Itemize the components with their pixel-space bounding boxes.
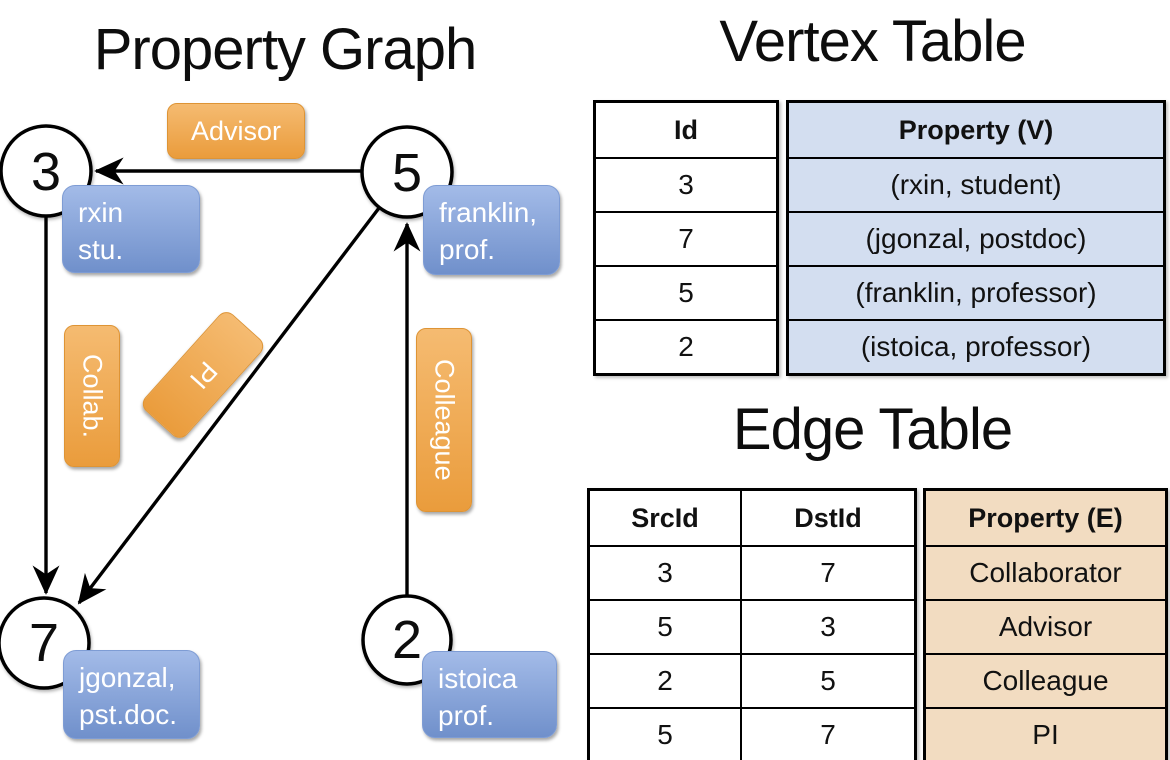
table-cell: 7: [678, 223, 694, 254]
vertex-property-line: franklin,: [439, 197, 538, 228]
table-row: (jgonzal, postdoc): [789, 211, 1163, 265]
edge-label-colleague: Colleague: [416, 328, 472, 512]
table-row: Advisor: [926, 599, 1165, 653]
vertex-property-box-jgonzal: jgonzal, pst.doc.: [63, 650, 200, 739]
vertex-property-box-rxin: rxin stu.: [62, 185, 200, 273]
table-row: 5 7: [590, 707, 914, 760]
table-cell: (franklin, professor): [855, 277, 1097, 308]
table-cell: 2: [657, 665, 673, 696]
edge-label-collab: Collab.: [64, 325, 120, 467]
node-id-label-2: 2: [391, 610, 423, 670]
table-cell: PI: [1032, 719, 1059, 750]
table-cell: (rxin, student): [890, 169, 1062, 200]
vertex-property-box-franklin: franklin, prof.: [423, 185, 560, 275]
vertex-table-property-column: Property (V) (rxin, student) (jgonzal, p…: [786, 100, 1166, 376]
vertex-property-line: pst.doc.: [79, 699, 178, 730]
table-row: (istoica, professor): [789, 319, 1163, 373]
table-cell: 5: [657, 719, 673, 750]
vertex-property-line: rxin: [78, 197, 124, 228]
table-header-row: SrcId DstId: [590, 491, 914, 545]
table-row: 2: [596, 319, 776, 373]
column-header-property-v: Property (V): [898, 114, 1054, 145]
table-cell: 7: [740, 709, 914, 760]
vertex-table-id-column: Id 3 7 5 2: [593, 100, 779, 376]
property-graph-title: Property Graph: [93, 17, 478, 82]
graph-canvas: [0, 124, 454, 690]
table-cell: 5: [657, 611, 673, 642]
table-cell: 3: [657, 557, 673, 588]
node-id-label-5: 5: [391, 143, 423, 203]
edge-table-property-column: Property (E) Collaborator Advisor Collea…: [923, 488, 1168, 760]
table-cell: 2: [678, 331, 694, 362]
table-row: 3: [596, 157, 776, 211]
table-row: Collaborator: [926, 545, 1165, 599]
column-header-dstid: DstId: [740, 491, 914, 545]
edge-arrow-5-to-7: [77, 206, 381, 605]
table-row: 3 7: [590, 545, 914, 599]
edge-label-advisor: Advisor: [167, 103, 305, 159]
vertex-property-line: prof.: [438, 700, 495, 731]
table-header-row: Id: [596, 103, 776, 157]
vertex-property-line: istoica: [438, 663, 518, 694]
column-header-property-e: Property (E): [968, 502, 1123, 533]
table-cell: (istoica, professor): [860, 331, 1092, 362]
node-id-label-7: 7: [28, 613, 60, 673]
table-cell: Collaborator: [969, 557, 1122, 588]
table-row: 2 5: [590, 653, 914, 707]
vertex-property-line: jgonzal,: [79, 662, 176, 693]
table-cell: 3: [740, 601, 914, 653]
table-cell: 5: [678, 277, 694, 308]
table-row: 7: [596, 211, 776, 265]
table-cell: 5: [740, 655, 914, 707]
table-row: PI: [926, 707, 1165, 760]
node-id-label-3: 3: [30, 142, 62, 202]
table-row: (franklin, professor): [789, 265, 1163, 319]
table-cell: 7: [740, 547, 914, 599]
edge-table-src-dst-columns: SrcId DstId 3 7 5 3 2 5 5 7: [587, 488, 917, 760]
table-row: 5 3: [590, 599, 914, 653]
table-header-row: Property (V): [789, 103, 1163, 157]
table-cell: 3: [678, 169, 694, 200]
vertex-property-box-istoica: istoica prof.: [422, 651, 557, 738]
table-row: Colleague: [926, 653, 1165, 707]
table-cell: (jgonzal, postdoc): [865, 223, 1087, 254]
vertex-property-line: prof.: [439, 234, 496, 265]
table-cell: Advisor: [998, 611, 1093, 642]
column-header-srcid: SrcId: [631, 502, 699, 533]
column-header-id: Id: [674, 114, 698, 145]
table-row: (rxin, student): [789, 157, 1163, 211]
table-row: 5: [596, 265, 776, 319]
table-header-row: Property (E): [926, 491, 1165, 545]
edge-table-title: Edge Table: [732, 397, 1013, 462]
table-cell: Colleague: [982, 665, 1109, 696]
vertex-property-line: stu.: [78, 234, 124, 265]
vertex-table-title: Vertex Table: [719, 9, 1026, 74]
